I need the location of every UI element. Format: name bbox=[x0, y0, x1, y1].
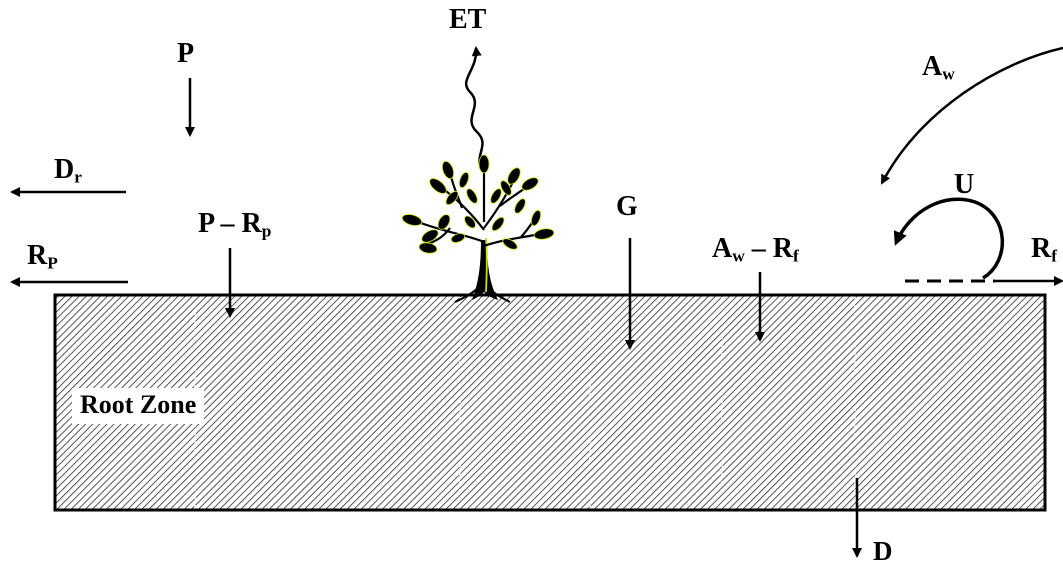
effective-precip-sub: p bbox=[262, 221, 272, 240]
et-arrow bbox=[466, 48, 485, 172]
precipitation-label: P bbox=[177, 40, 194, 68]
irrigation-runoff-base: R bbox=[1031, 233, 1051, 264]
effective-applied-sub1: w bbox=[732, 246, 745, 265]
reuse-arrow bbox=[896, 199, 1002, 278]
drainage-runoff-label: Dr bbox=[54, 156, 82, 186]
applied-water-sub: w bbox=[942, 64, 955, 83]
effective-applied-sub2: f bbox=[793, 246, 799, 265]
groundwater-label: G bbox=[616, 193, 638, 221]
effective-applied-base: A bbox=[712, 233, 732, 264]
effective-applied-mid: – R bbox=[745, 233, 793, 264]
applied-water-arrow bbox=[882, 48, 1063, 183]
effective-precip-base: P – R bbox=[198, 208, 262, 239]
applied-water-base: A bbox=[922, 51, 942, 82]
rain-runoff-label: RP bbox=[27, 242, 58, 272]
effective-applied-label: Aw – Rf bbox=[712, 235, 799, 265]
deep-percolation-label: D bbox=[873, 538, 893, 565]
tree-icon bbox=[401, 155, 555, 302]
rain-runoff-sub: P bbox=[47, 253, 58, 272]
drainage-runoff-sub: r bbox=[74, 167, 82, 186]
drainage-runoff-base: D bbox=[54, 154, 74, 185]
irrigation-runoff-label: Rf bbox=[1031, 235, 1057, 265]
applied-water-label: Aw bbox=[922, 53, 955, 83]
effective-precip-label: P – Rp bbox=[198, 210, 271, 240]
reuse-label: U bbox=[954, 171, 974, 199]
rain-runoff-base: R bbox=[27, 240, 47, 271]
et-label: ET bbox=[449, 6, 486, 34]
irrigation-runoff-sub: f bbox=[1051, 246, 1057, 265]
root-zone-label: Root Zone bbox=[72, 388, 204, 424]
